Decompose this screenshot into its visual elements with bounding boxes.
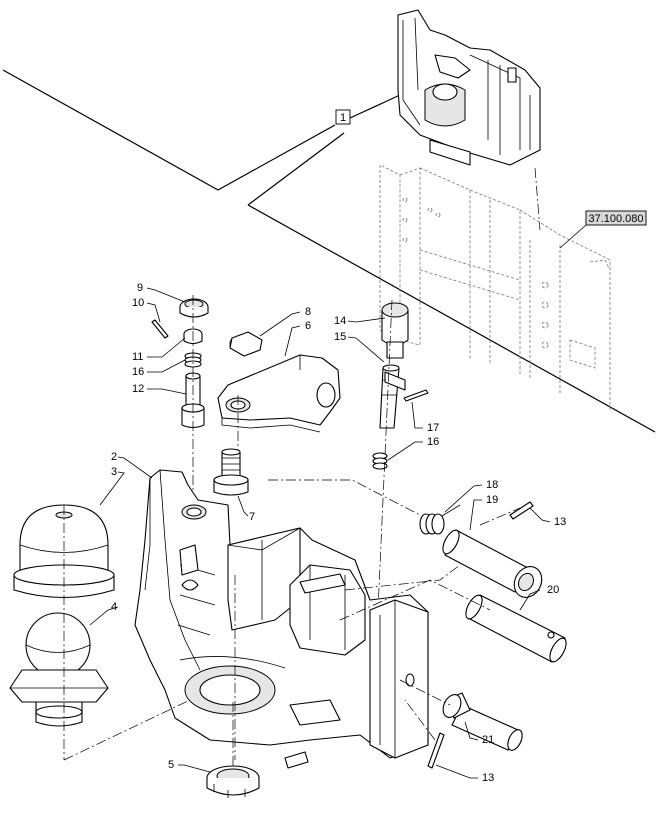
part-17-small-pin <box>403 389 429 402</box>
callout-18: 18 <box>486 479 498 491</box>
part-5-nut <box>206 765 260 798</box>
part-8-hex-nut <box>229 331 263 357</box>
leader-lines <box>89 287 551 779</box>
part-15-pin-shaft <box>379 364 406 429</box>
section-boundary-lines <box>2 69 656 433</box>
callout-15: 15 <box>334 331 346 343</box>
callout-14: 14 <box>334 315 346 327</box>
part-7-stud <box>213 448 249 496</box>
callout-20: 20 <box>547 584 559 596</box>
callout-13-bottom: 13 <box>482 772 494 784</box>
callout-17: 17 <box>427 422 439 434</box>
callout-1: 1 <box>335 109 351 125</box>
callout-5: 5 <box>168 759 174 771</box>
callout-9: 9 <box>137 282 143 294</box>
reference-code: 37.100.080 <box>588 213 643 225</box>
callout-13-top: 13 <box>554 516 566 528</box>
part-4-ball <box>9 612 109 727</box>
part-14-pin-head <box>381 302 409 359</box>
assembly-centerlines <box>63 167 541 766</box>
part-18-spring <box>419 504 461 535</box>
callout-10: 10 <box>132 297 144 309</box>
callout-16-left: 16 <box>132 366 144 378</box>
part-13-pin-top <box>509 501 534 520</box>
callout-16-right: 16 <box>427 436 439 448</box>
part-9-cap <box>179 298 209 318</box>
callout-7: 7 <box>249 511 255 523</box>
callout-labels: 9 10 11 16 12 8 6 14 15 17 16 2 3 4 5 7 … <box>111 282 566 784</box>
part-2-main-body <box>134 469 429 769</box>
part-6-lever <box>217 354 341 433</box>
callout-11: 11 <box>132 351 143 363</box>
part-20-pin <box>465 594 567 663</box>
callout-3: 3 <box>111 466 117 478</box>
part-13-pin-bottom <box>427 732 445 769</box>
callout-8: 8 <box>305 306 311 318</box>
callout-19: 19 <box>486 494 498 506</box>
callout-12: 12 <box>132 383 144 395</box>
callout-6: 6 <box>305 320 311 332</box>
tractor-frame-ghost <box>379 164 611 410</box>
svg-text:1: 1 <box>340 112 346 124</box>
part-10-pin <box>151 319 169 339</box>
callout-4: 4 <box>111 601 117 613</box>
callout-2: 2 <box>111 451 117 463</box>
assembled-hitch <box>397 9 541 166</box>
part-21-pin <box>442 692 523 751</box>
part-16-spring-right <box>372 452 388 470</box>
reference-box: 37.100.080 <box>559 210 647 249</box>
callout-21: 21 <box>482 734 494 746</box>
part-19-pin <box>442 529 543 598</box>
